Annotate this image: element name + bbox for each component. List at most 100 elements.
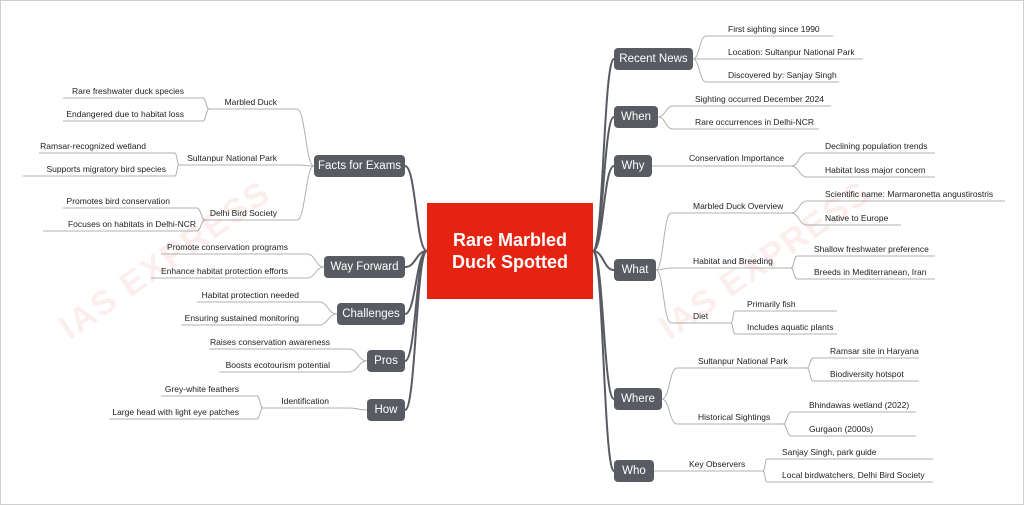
leaf-connector: [782, 423, 916, 437]
branch-what[interactable]: What: [614, 259, 656, 281]
leaf-connector: [790, 165, 935, 178]
leaf-promote-programs: Promote conservation programs: [167, 242, 288, 252]
branch-facts-for-exams[interactable]: Facts for Exams: [314, 155, 405, 177]
leaf-first-sighting: First sighting since 1990: [728, 24, 820, 34]
branch-pros[interactable]: Pros: [367, 350, 405, 372]
leaf-endangered: Endangered due to habitat loss: [66, 109, 184, 119]
leaf-connector: [197, 301, 338, 315]
leaf-connector: [655, 267, 791, 271]
branch-who[interactable]: Who: [614, 460, 654, 482]
leaf-connector: [655, 269, 731, 324]
branch-why[interactable]: Why: [614, 155, 652, 177]
leaf-biodiversity-hotspot: Biodiversity hotspot: [830, 369, 904, 379]
branch-when[interactable]: When: [614, 106, 658, 128]
leaf-sustained-monitoring: Ensuring sustained monitoring: [184, 313, 299, 323]
leaf-connector: [657, 116, 819, 130]
leaf-connector: [219, 360, 368, 373]
leaf-native-europe: Native to Europe: [825, 213, 889, 223]
leaf-scientific-name: Scientific name: Marmaronetta angustiros…: [825, 189, 994, 199]
leaf-ecotourism: Boosts ecotourism potential: [225, 360, 330, 370]
leaf-connector: [762, 470, 933, 483]
leaf-gurgaon: Gurgaon (2000s): [809, 424, 874, 434]
leaf-habitat-protection-needed: Habitat protection needed: [201, 290, 299, 300]
leaf-grey-white-feathers: Grey-white feathers: [164, 384, 239, 394]
leaf-connector: [762, 458, 933, 472]
node-identification: Identification: [281, 396, 329, 406]
leaf-connector: [63, 108, 210, 122]
leaf-declining-population: Declining population trends: [825, 141, 928, 151]
leaf-raises-awareness: Raises conservation awareness: [209, 337, 330, 347]
leaf-sighting-date: Sighting occurred December 2024: [695, 94, 824, 104]
leaf-connector: [655, 212, 791, 271]
leaf-aquatic-plants: Includes aquatic plants: [747, 322, 834, 332]
leaf-focuses-habitats: Focuses on habitats in Delhi-NCR: [67, 219, 196, 229]
leaf-connector: [205, 165, 315, 221]
leaf-connector: [790, 200, 1005, 214]
branch-connector: [404, 165, 428, 252]
node-marbled-duck: Marbled Duck: [224, 97, 277, 107]
leaf-bhindawas: Bhindawas wetland (2022): [809, 400, 910, 410]
leaf-connector: [63, 97, 210, 110]
leaf-connector: [692, 58, 839, 83]
leaf-connector: [209, 108, 315, 167]
leaf-sanjay-singh: Sanjay Singh, park guide: [782, 447, 877, 457]
leaf-large-head: Large head with light eye patches: [112, 407, 239, 417]
branch-connector: [592, 58, 615, 252]
node-sultanpur-national-park: Sultanpur National Park: [187, 153, 277, 163]
leaf-connector: [790, 267, 935, 280]
branch-how[interactable]: How: [367, 399, 405, 421]
leaf-connector: [151, 266, 325, 279]
leaf-habitat-loss-concern: Habitat loss major concern: [825, 165, 926, 175]
leaf-breeds-mediterranean: Breeds in Mediterranean, Iran: [814, 267, 927, 277]
branch-connector: [592, 250, 615, 271]
leaf-connector: [790, 152, 935, 167]
central-topic[interactable]: Rare Marbled Duck Spotted: [427, 203, 593, 299]
leaf-connector: [23, 164, 180, 177]
node-marbled-duck-overview: Marbled Duck Overview: [693, 201, 784, 211]
leaf-connector: [692, 35, 833, 60]
leaf-connector: [63, 207, 206, 221]
node-historical-sightings: Historical Sightings: [698, 412, 771, 422]
branch-where[interactable]: Where: [614, 388, 662, 410]
leaf-connector: [790, 255, 935, 269]
leaf-connector: [179, 164, 315, 167]
leaf-enhance-protection: Enhance habitat protection efforts: [161, 266, 288, 276]
leaf-connector: [181, 313, 338, 326]
node-habitat-breeding: Habitat and Breeding: [693, 256, 773, 266]
leaf-connector: [790, 212, 901, 226]
leaf-migratory-birds: Supports migratory bird species: [46, 164, 166, 174]
branch-way-forward[interactable]: Way Forward: [324, 256, 405, 278]
leaf-connector: [806, 357, 919, 369]
node-key-observers: Key Observers: [689, 459, 746, 469]
leaf-connector: [43, 219, 206, 232]
leaf-connector: [806, 367, 919, 382]
leaf-connector: [782, 411, 916, 425]
branch-connector: [592, 250, 615, 472]
node-sultanpur-park: Sultanpur National Park: [698, 356, 788, 366]
node-diet: Diet: [693, 311, 709, 321]
leaf-connector: [657, 105, 831, 118]
leaf-connector: [109, 407, 264, 420]
leaf-rare-freshwater-duck: Rare freshwater duck species: [72, 86, 184, 96]
leaf-shallow-freshwater: Shallow freshwater preference: [814, 244, 929, 254]
leaf-connector: [661, 398, 783, 425]
branch-recent-news[interactable]: Recent News: [614, 48, 693, 70]
leaf-connector: [730, 310, 837, 324]
node-delhi-bird-society: Delhi Bird Society: [209, 208, 277, 218]
leaf-ramsar-recognized: Ramsar-recognized wetland: [40, 141, 146, 151]
leaf-connector: [161, 395, 264, 409]
leaf-promotes-bird-conservation: Promotes bird conservation: [66, 196, 170, 206]
leaf-connector: [263, 407, 368, 411]
leaf-connector: [209, 348, 368, 362]
leaf-primarily-fish: Primarily fish: [747, 299, 796, 309]
leaf-rare-occurrences: Rare occurrences in Delhi-NCR: [695, 117, 815, 127]
leaf-local-birdwatchers: Local birdwatchers, Delhi Bird Society: [782, 470, 925, 480]
leaf-location: Location: Sultanpur National Park: [728, 47, 855, 57]
leaf-ramsar-haryana: Ramsar site in Haryana: [830, 346, 919, 356]
branch-challenges[interactable]: Challenges: [337, 303, 405, 325]
leaf-connector: [730, 322, 837, 335]
leaf-discovered-by: Discovered by: Sanjay Singh: [728, 70, 837, 80]
leaf-connector: [661, 367, 807, 400]
